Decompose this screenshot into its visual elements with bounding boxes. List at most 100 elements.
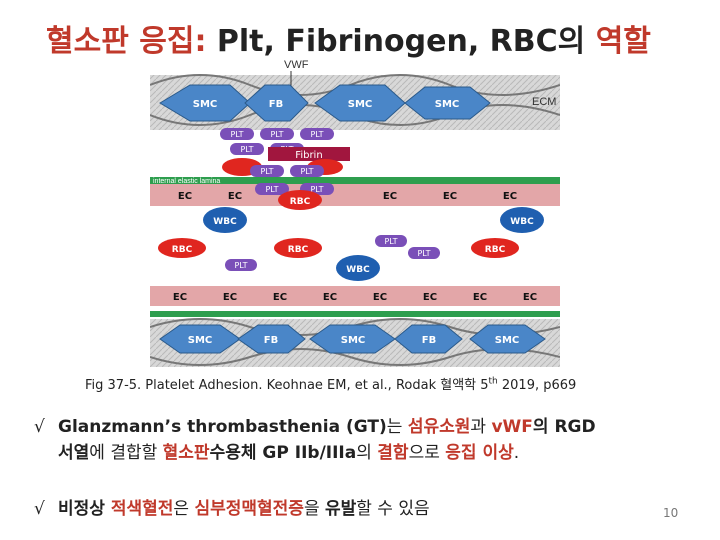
- svg-text:SMC: SMC: [348, 99, 373, 110]
- bullet-text: 할 수 있음: [356, 499, 430, 519]
- svg-text:FB: FB: [422, 335, 436, 346]
- caption-sup: th: [488, 376, 498, 387]
- bullet-text: 수용체: [209, 443, 263, 463]
- bullet-text: 혈소판: [162, 443, 210, 463]
- svg-text:SMC: SMC: [495, 335, 520, 346]
- svg-text:RBC: RBC: [172, 245, 193, 255]
- bullet-text: Glanzmann’s thrombasthenia (GT): [58, 417, 387, 437]
- svg-text:EC: EC: [273, 292, 287, 303]
- bullet-text: 비정상: [58, 499, 111, 519]
- fibrin-bar: Fibrin: [268, 147, 350, 161]
- title-part: 역할: [595, 24, 651, 59]
- svg-text:EC: EC: [173, 292, 187, 303]
- platelet: [255, 183, 289, 195]
- rbc-3: RBC: [471, 238, 519, 258]
- bullet-text: 에 결합할: [89, 443, 163, 463]
- check-icon: √: [34, 417, 45, 437]
- bullet-text: GP IIb/IIIa: [262, 443, 357, 463]
- svg-text:EC: EC: [373, 292, 387, 303]
- title-part: 의: [557, 24, 596, 59]
- rbc-1: RBC: [158, 238, 206, 258]
- bullet-thrombosis: √ 비정상 적색혈전은 심부정맥혈전증을 유발할 수 있음: [34, 494, 430, 519]
- svg-text:PLT: PLT: [265, 185, 278, 194]
- bullet-text: 응집 이상: [445, 443, 514, 463]
- bullet-text: 섬유소원: [407, 417, 471, 437]
- svg-text:Fibrin: Fibrin: [295, 150, 322, 161]
- svg-text:FB: FB: [269, 99, 283, 110]
- wbc-3: WBC: [336, 255, 380, 281]
- slide-title: 혈소판 응집: Plt, Fibrinogen, RBC의 역할: [46, 16, 651, 60]
- figure-caption: Fig 37-5. Platelet Adhesion. Keohnae EM,…: [85, 374, 576, 393]
- endothelium-top: [150, 184, 560, 206]
- svg-text:PLT: PLT: [310, 185, 323, 194]
- bullet-text: 적색혈전: [110, 499, 174, 519]
- svg-text:PLT: PLT: [234, 261, 247, 270]
- svg-text:EC: EC: [473, 292, 487, 303]
- platelet: [290, 165, 324, 177]
- bullet-text: 결함: [377, 443, 409, 463]
- wbc-1: WBC: [203, 207, 247, 233]
- bullet-text: 은: [173, 499, 195, 519]
- wbc-2: WBC: [500, 207, 544, 233]
- platelet-label: PLT: [260, 167, 273, 176]
- cell-fb-3: FB: [394, 324, 463, 354]
- svg-text:SMC: SMC: [188, 335, 213, 346]
- cell-smc-6: SMC: [469, 324, 546, 354]
- svg-text:EC: EC: [383, 191, 397, 202]
- platelet: [225, 259, 257, 271]
- check-icon: √: [34, 499, 45, 519]
- cell-smc-3: SMC: [404, 86, 491, 120]
- bullet-glanzmann: √Glanzmann’s thrombasthenia (GT)는 섬유소원과 …: [34, 414, 704, 466]
- bullet-text: 유발: [324, 499, 357, 519]
- bullet-text: 는: [386, 417, 408, 437]
- platelet-cluster-top: PLT PLT PLT PLT PLT: [220, 128, 334, 155]
- bullet-text: 서열: [58, 443, 90, 463]
- svg-text:PLT: PLT: [384, 237, 397, 246]
- bullet-text: vWF: [491, 417, 533, 437]
- svg-text:RBC: RBC: [290, 197, 311, 207]
- blood-vessel-figure: VWF ECM SMC FB SMC SMC PLT PLT PLT PLT P…: [150, 59, 560, 367]
- svg-text:PLT: PLT: [270, 130, 283, 139]
- svg-text:EC: EC: [503, 191, 517, 202]
- elastic-lamina: [150, 177, 560, 184]
- svg-text:RBC: RBC: [485, 245, 506, 255]
- bullet-text: 의 RGD: [532, 417, 596, 437]
- platelet: [408, 247, 440, 259]
- svg-text:PLT: PLT: [230, 130, 243, 139]
- svg-text:FB: FB: [264, 335, 278, 346]
- svg-text:WBC: WBC: [213, 217, 237, 227]
- svg-text:WBC: WBC: [510, 217, 534, 227]
- cell-fb-1: FB: [244, 84, 309, 122]
- bullet-text: 을: [303, 499, 325, 519]
- svg-text:RBC: RBC: [288, 245, 309, 255]
- svg-text:EC: EC: [178, 191, 192, 202]
- svg-text:SMC: SMC: [435, 99, 460, 110]
- rbc-2: RBC: [274, 238, 322, 258]
- svg-text:EC: EC: [223, 292, 237, 303]
- svg-text:EC: EC: [423, 292, 437, 303]
- endothelium-bottom: [150, 286, 560, 306]
- svg-text:PLT: PLT: [310, 130, 323, 139]
- bullet-text: 심부정맥혈전증: [194, 499, 304, 519]
- platelet: [250, 165, 284, 177]
- svg-text:EC: EC: [443, 191, 457, 202]
- title-part: Plt, Fibrinogen, RBC: [216, 24, 558, 59]
- bullet-text: 의: [356, 443, 378, 463]
- lamina-label: internal elastic lamina: [153, 178, 220, 185]
- title-part: 혈소판 응집:: [46, 24, 217, 59]
- svg-text:PLT: PLT: [417, 249, 430, 258]
- page-number: 10: [663, 506, 679, 520]
- platelet: [375, 235, 407, 247]
- ecm-label: ECM: [532, 96, 556, 108]
- svg-text:WBC: WBC: [346, 265, 370, 275]
- svg-text:EC: EC: [523, 292, 537, 303]
- svg-text:EC: EC: [228, 191, 242, 202]
- rbc-center: RBC: [278, 190, 322, 210]
- caption-tail: 2019, p669: [497, 378, 577, 393]
- bullet-text: .: [513, 443, 520, 463]
- elastic-lamina-bottom: [150, 311, 560, 317]
- platelet-label: PLT: [300, 167, 313, 176]
- svg-text:SMC: SMC: [193, 99, 218, 110]
- cell-fb-2: FB: [237, 324, 306, 354]
- svg-text:PLT: PLT: [240, 145, 253, 154]
